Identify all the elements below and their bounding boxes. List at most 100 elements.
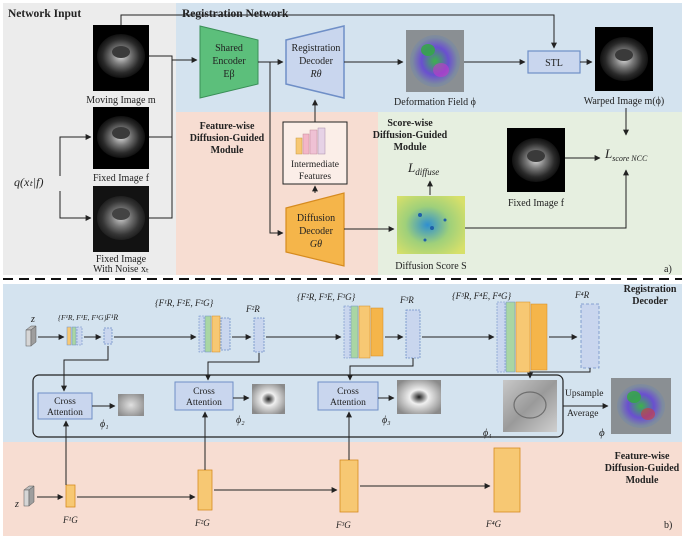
z-bottom: z — [14, 499, 19, 510]
q-arrow-up — [59, 134, 92, 176]
fg1-label: F¹G — [62, 515, 78, 525]
fixed-image-2 — [507, 128, 565, 192]
stack2 — [198, 315, 231, 353]
upsample-label: Upsample — [565, 389, 604, 399]
registration-decoder — [285, 25, 345, 99]
fg2-block — [197, 469, 213, 511]
ca1-label-2: Attention — [47, 408, 83, 418]
fr4-block — [580, 303, 600, 369]
feature-module-label-2: Diffusion-Guided — [190, 133, 265, 144]
fixed-image — [93, 107, 149, 169]
phi2-image — [252, 384, 285, 414]
ca2-label-1: Cross — [193, 387, 215, 397]
fg2-label: F²G — [194, 518, 210, 528]
fr2-block — [253, 317, 265, 353]
diffusion-score-label: Diffusion Score S — [395, 261, 466, 272]
set1-label: {F¹R, F¹E, F¹G} — [58, 313, 107, 322]
l-score: Lscore NCC — [604, 146, 648, 163]
feature-module-b-label-1: Feature-wise — [615, 451, 670, 462]
network-input-title: Network Input — [8, 8, 81, 20]
fr1-block — [103, 327, 113, 345]
panel-b-tag: b) — [664, 520, 672, 531]
fg4-label: F⁴G — [485, 519, 502, 529]
fr2-to-ca2 — [205, 353, 260, 381]
reg-decoder-b-label-2: Decoder — [632, 296, 668, 307]
panel-a-tag: a) — [664, 264, 672, 275]
set3-label: {F²R, F³E, F³G} — [297, 292, 356, 302]
diffusion-decoder-label-3: Gθ — [310, 239, 322, 250]
cross-attention-2 — [174, 381, 234, 411]
phi1-label: ϕ₁ — [100, 419, 109, 430]
fr4-to-phi4 — [527, 368, 591, 379]
intermediate-features-label-1: Intermediate — [291, 160, 339, 170]
diffusion-decoder-label-1: Diffusion — [297, 213, 335, 224]
fixed-image-noise — [93, 186, 149, 252]
phi1-image — [118, 394, 144, 416]
moving-image — [93, 25, 149, 91]
average-label: Average — [567, 409, 598, 419]
feature-module-label-1: Feature-wise — [200, 121, 255, 132]
fg4-block — [493, 447, 521, 513]
ca2-label-2: Attention — [186, 398, 222, 408]
score-module-label-2: Diffusion-Guided — [373, 130, 448, 141]
stack4 — [496, 301, 548, 373]
phi2-label: ϕ₂ — [236, 415, 245, 426]
deformation-field-image — [406, 30, 464, 92]
cross-attention-1 — [37, 392, 93, 420]
warped-image — [595, 27, 653, 91]
fg3-block — [339, 459, 359, 513]
stack3 — [343, 305, 384, 359]
fr3-to-ca3 — [347, 358, 414, 381]
q-label: q(xₜ|f) — [14, 175, 44, 189]
encoder-to-diffusion — [269, 62, 284, 236]
shared-encoder-label-3: Eβ — [223, 69, 234, 80]
network-input-region — [3, 3, 176, 275]
moving-to-stl — [120, 14, 557, 49]
diffusion-score-image — [397, 196, 465, 254]
stack1 — [66, 326, 83, 346]
registration-network-title: Registration Network — [182, 8, 289, 20]
shared-encoder-label-1: Shared — [215, 43, 243, 54]
intermediate-features-label-2: Features — [299, 172, 331, 182]
moving-to-encoder — [149, 55, 198, 63]
stl-label: STL — [545, 58, 563, 69]
phi4-label: ϕ₄ — [483, 428, 492, 439]
moving-image-label: Moving Image m — [86, 95, 156, 106]
fg1-block — [65, 484, 76, 508]
feature-module-label-3: Module — [211, 145, 244, 156]
final-phi-label: ϕ — [599, 427, 605, 439]
cross-attention-3 — [317, 381, 379, 411]
registration-decoder-label-3: Rθ — [309, 69, 321, 80]
set4-label: {F³R, F⁴E, F⁴G} — [452, 291, 512, 301]
score-module-label-3: Module — [394, 142, 427, 153]
reg-decoder-b-label-1: Registration — [624, 284, 677, 295]
ca1-label-1: Cross — [54, 397, 76, 407]
noise-to-encoder — [149, 137, 173, 219]
registration-decoder-region — [3, 284, 682, 442]
z-top: z — [30, 314, 35, 325]
fixed-image-2-label: Fixed Image f — [508, 198, 565, 209]
fixed-image-noise-label-2: With Noise xₜ — [93, 264, 149, 275]
final-phi-image — [611, 378, 671, 434]
intermediate-features-stack — [295, 127, 326, 155]
deformation-field-label: Deformation Field ϕ — [394, 97, 476, 108]
phi4-detail — [513, 391, 547, 419]
feature-module-b-label-2: Diffusion-Guided — [605, 463, 680, 474]
phi3-image — [397, 380, 441, 414]
phi4-image — [503, 380, 557, 432]
phi3-label: ϕ₃ — [382, 415, 391, 426]
fixed-image-noise-label-1: Fixed Image — [96, 254, 147, 265]
ca3-label-1: Cross — [337, 387, 359, 397]
warped-image-label: Warped Image m(ϕ) — [584, 96, 665, 107]
registration-decoder-label-1: Registration — [292, 43, 341, 54]
q-arrow-down — [59, 191, 92, 221]
diffusion-decoder-label-2: Decoder — [299, 226, 334, 237]
fr1-label: F¹R — [105, 313, 118, 322]
diffusion-decoder — [285, 192, 345, 267]
feature-module-b-label-3: Module — [626, 475, 659, 486]
fr2-label: F²R — [245, 304, 260, 314]
fg3-label: F³G — [335, 520, 351, 530]
fr3-label: F³R — [399, 295, 414, 305]
ca3-label-2: Attention — [330, 398, 366, 408]
